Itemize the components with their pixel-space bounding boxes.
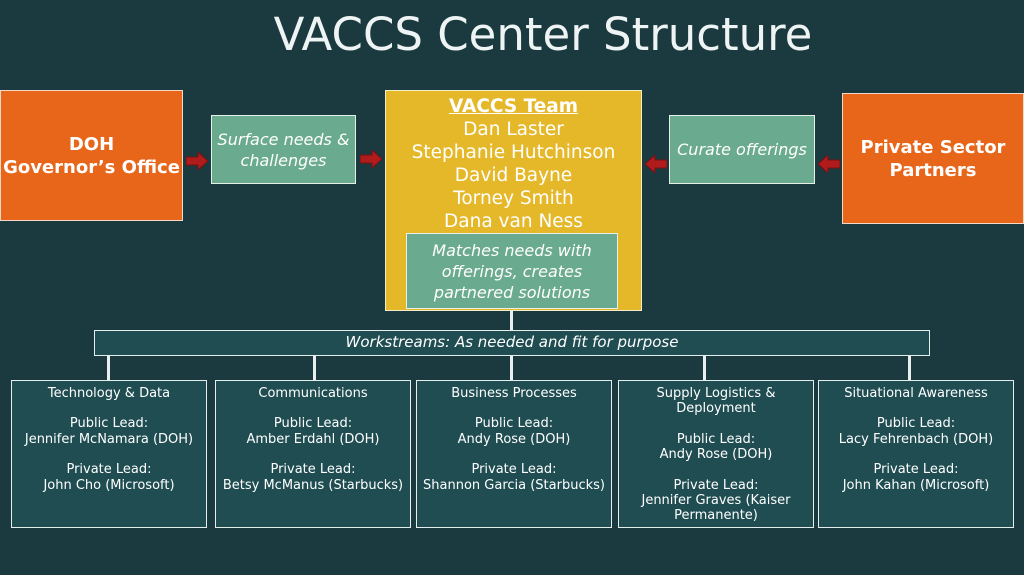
- private-lead-label: Private Lead:: [873, 462, 959, 478]
- right-arrow-icon: [360, 150, 382, 168]
- page-title: VACCS Center Structure: [273, 8, 813, 61]
- team-member: David Bayne: [454, 165, 573, 186]
- curate-offerings-box: Curate offerings: [669, 115, 815, 184]
- team-member: Dana van Ness: [444, 211, 583, 232]
- workstream-communications: Communications Public Lead: Amber Erdahl…: [215, 380, 411, 528]
- public-lead-label: Public Lead:: [676, 431, 756, 447]
- private-lead-label: Private Lead:: [673, 477, 759, 493]
- public-lead-label: Public Lead:: [69, 416, 149, 432]
- workstream-supply-logistics: Supply Logistics & Deployment Public Lea…: [618, 380, 814, 528]
- private-lead-name: Betsy McManus (Starbucks): [222, 477, 404, 493]
- left-arrow-icon: [818, 155, 840, 173]
- team-title: VACCS Team: [448, 96, 579, 117]
- workstream-name: Supply Logistics & Deployment: [656, 386, 776, 417]
- workstream-technology-data: Technology & Data Public Lead: Jennifer …: [11, 380, 207, 528]
- connector-line: [703, 356, 706, 381]
- workstream-name: Business Processes: [451, 386, 577, 401]
- private-lead-label: Private Lead:: [66, 462, 152, 478]
- private-lead-name: John Cho (Microsoft): [43, 477, 175, 493]
- private-lead-name: Shannon Garcia (Starbucks): [423, 477, 605, 493]
- workstream-name: Technology & Data: [47, 386, 171, 401]
- team-member: Stephanie Hutchinson: [411, 142, 616, 163]
- matches-line2: offerings, creates: [441, 261, 583, 281]
- connector-line: [908, 356, 911, 381]
- matches-line3: partnered solutions: [433, 282, 591, 302]
- governor-office-label: Governor’s Office: [3, 156, 180, 178]
- public-lead-name: Amber Erdahl (DOH): [246, 431, 380, 447]
- workstream-situational-awareness: Situational Awareness Public Lead: Lacy …: [818, 380, 1014, 528]
- surface-needs-line2: challenges: [240, 150, 327, 170]
- private-lead-label: Private Lead:: [471, 462, 557, 478]
- matches-needs-box: Matches needs with offerings, creates pa…: [406, 233, 618, 309]
- workstreams-bar: Workstreams: As needed and fit for purpo…: [94, 330, 930, 356]
- public-lead-name: Lacy Fehrenbach (DOH): [838, 431, 994, 447]
- public-lead-label: Public Lead:: [474, 416, 554, 432]
- workstream-business-processes: Business Processes Public Lead: Andy Ros…: [416, 380, 612, 528]
- public-lead-label: Public Lead:: [876, 416, 956, 432]
- workstream-name: Communications: [258, 386, 368, 401]
- team-member: Torney Smith: [453, 188, 574, 209]
- connector-line: [510, 356, 513, 381]
- right-arrow-icon: [186, 152, 208, 170]
- connector-line: [107, 356, 110, 381]
- private-lead-name: John Kahan (Microsoft): [842, 477, 990, 493]
- private-sector-label: Private Sector: [860, 136, 1006, 158]
- matches-line1: Matches needs with: [432, 240, 592, 260]
- surface-needs-line1: Surface needs &: [217, 129, 350, 149]
- surface-needs-box: Surface needs & challenges: [211, 115, 356, 184]
- private-sector-box: Private Sector Partners: [842, 93, 1024, 224]
- private-lead-name: Jennifer Graves (Kaiser Permanente): [641, 493, 791, 524]
- workstream-name: Situational Awareness: [844, 386, 988, 401]
- connector-line: [510, 311, 513, 331]
- doh-label: DOH: [68, 133, 115, 155]
- public-lead-name: Andy Rose (DOH): [457, 431, 571, 447]
- private-lead-label: Private Lead:: [270, 462, 356, 478]
- partners-label: Partners: [889, 159, 977, 181]
- public-lead-name: Andy Rose (DOH): [659, 447, 773, 463]
- connector-line: [313, 356, 316, 381]
- team-member: Dan Laster: [463, 119, 564, 140]
- public-lead-label: Public Lead:: [273, 416, 353, 432]
- public-lead-name: Jennifer McNamara (DOH): [24, 431, 194, 447]
- doh-governor-box: DOH Governor’s Office: [0, 90, 183, 221]
- left-arrow-icon: [645, 155, 667, 173]
- curate-offerings-label: Curate offerings: [677, 140, 807, 159]
